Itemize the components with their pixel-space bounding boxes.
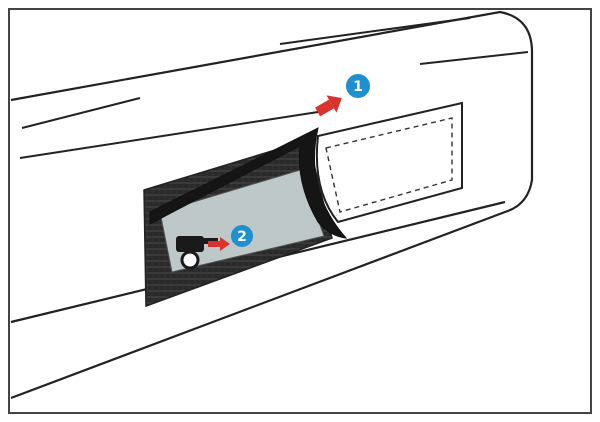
flap-stitching xyxy=(325,117,453,213)
mattress-top-line xyxy=(279,17,471,45)
mattress-top-line xyxy=(419,51,529,65)
step-number-2: 2 xyxy=(237,229,247,245)
arrow-right-up-icon xyxy=(315,95,342,117)
flap-curl-edge xyxy=(149,127,348,239)
mattress-outline xyxy=(10,10,534,400)
fabric-flap xyxy=(315,101,463,224)
step-marker-icon: 2 xyxy=(231,225,253,247)
mattress-top-line xyxy=(19,111,319,159)
step-number-1: 1 xyxy=(353,79,363,95)
figure-border xyxy=(8,8,592,414)
mattress-top-line xyxy=(21,97,141,129)
arrow-right-icon xyxy=(208,237,230,251)
step-marker-icon: 1 xyxy=(346,74,370,98)
